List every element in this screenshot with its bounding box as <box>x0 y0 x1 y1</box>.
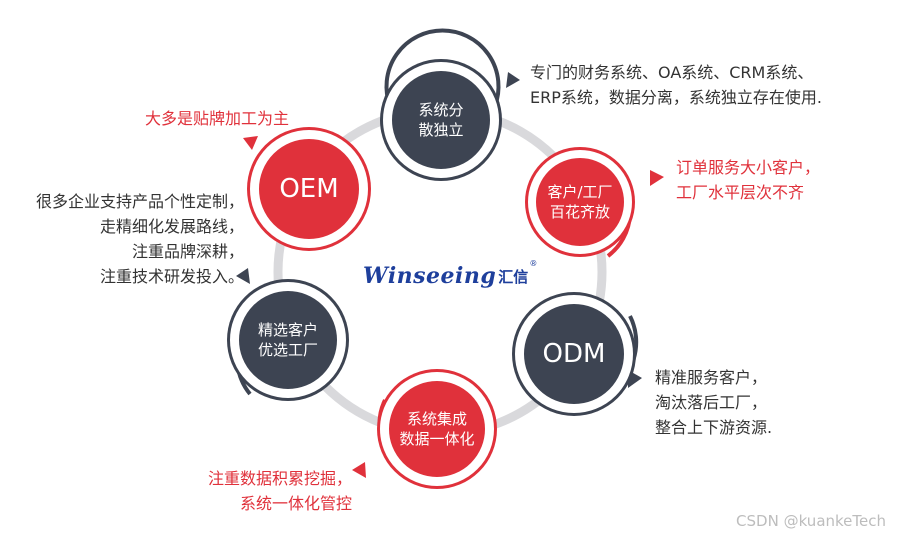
watermark: CSDN @kuankeTech <box>736 512 886 530</box>
pointer-oem <box>243 136 258 150</box>
note-decentralized: 专门的财务系统、OA系统、CRM系统、 ERP系统，数据分离，系统独立存在使用. <box>530 63 822 107</box>
note-integration: 注重数据积累挖掘， 系统一体化管控 <box>207 469 352 513</box>
node-customer-factory-label: 客户/工厂 百花齐放 <box>547 182 613 221</box>
note-odm: 精准服务客户， 淘汰落后工厂， 整合上下游资源. <box>655 368 773 437</box>
node-oem-label: OEM <box>279 174 339 204</box>
logo-chinese: 汇信 <box>498 268 529 286</box>
logo-registered-mark: ® <box>529 259 538 268</box>
node-select-label: 精选客户 优选工厂 <box>257 320 318 359</box>
note-customer-factory: 订单服务大小客户， 工厂水平层次不齐 <box>676 158 821 202</box>
pointer-select <box>236 268 250 284</box>
node-oem: OEM <box>250 130 368 248</box>
pointer-decentralized <box>506 72 520 88</box>
node-decentralized: 系统分 散独立 <box>383 62 499 178</box>
logo-wordmark: Winseeing <box>363 263 497 289</box>
node-decentralized-label: 系统分 散独立 <box>418 100 464 139</box>
node-integration: 系统集成 数据一体化 <box>380 372 494 486</box>
winseeing-logo: Winseeing 汇信 ® <box>363 255 537 289</box>
node-select: 精选客户 优选工厂 <box>230 282 346 398</box>
pointer-integration <box>352 462 366 478</box>
arc-decentralized <box>384 28 501 107</box>
node-integration-label: 系统集成 数据一体化 <box>399 409 475 448</box>
note-oem: 大多是贴牌加工为主 <box>145 109 290 128</box>
pointer-customer-factory <box>650 170 664 186</box>
node-customer-factory: 客户/工厂 百花齐放 <box>528 150 632 254</box>
pointer-odm <box>628 370 642 388</box>
note-select: 很多企业支持产品个性定制， 走精细化发展路线， 注重品牌深耕， 注重技术研发投入… <box>35 192 244 286</box>
node-odm-label: ODM <box>542 339 606 369</box>
node-odm: ODM <box>515 295 633 413</box>
